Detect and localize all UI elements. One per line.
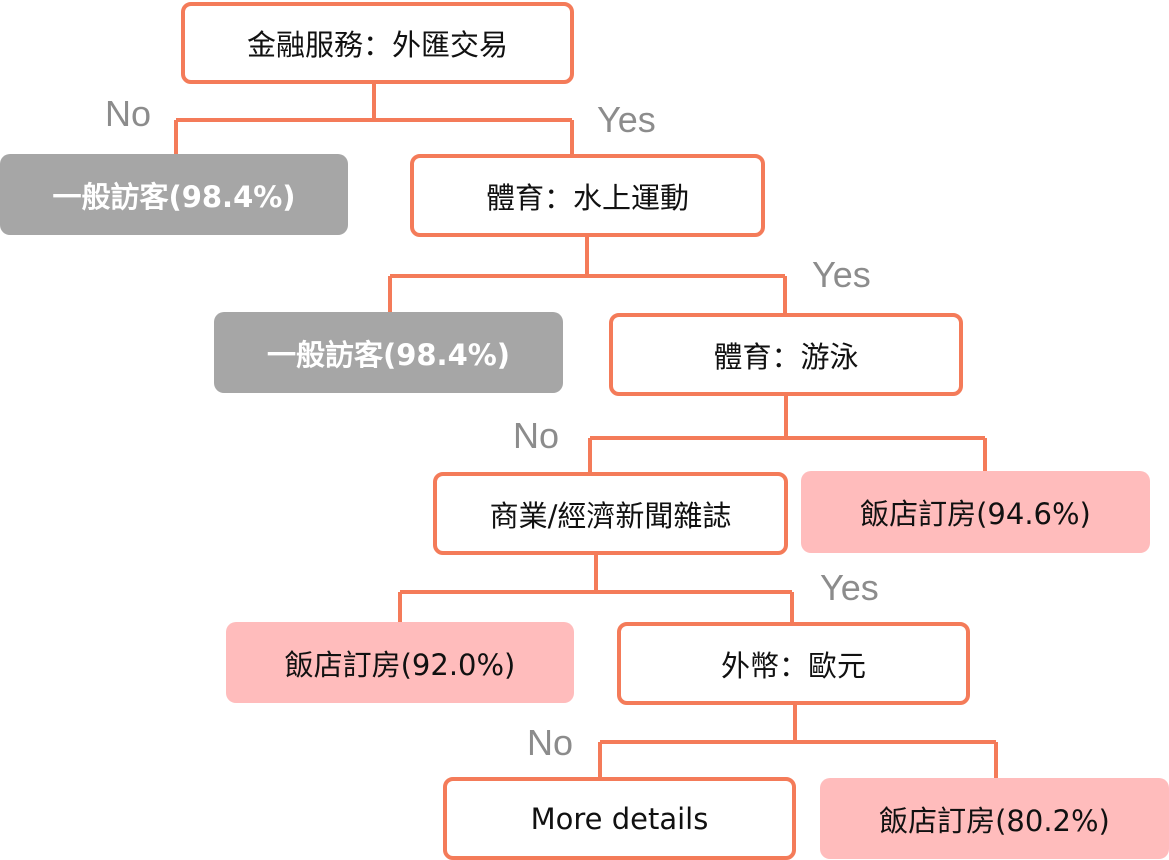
connector-root: [174, 84, 574, 156]
leaf-hotel-booking-94: 飯店訂房(94.6%): [801, 471, 1150, 553]
label-no-swimming: No: [513, 415, 560, 456]
label-no-euro: No: [527, 722, 574, 763]
leaf-general-visitor-1: 一般訪客(98.4%): [0, 154, 348, 235]
label-yes-root: Yes: [597, 99, 656, 140]
node-business-economic-news: 商業/經濟新聞雜誌: [433, 472, 788, 555]
node-water-sports: 體育：水上運動: [410, 154, 765, 237]
connector-business-news: [398, 553, 794, 623]
node-swimming: 體育：游泳: [609, 313, 963, 396]
node-foreign-currency-euro: 外幣：歐元: [617, 622, 970, 705]
label-no-root: No: [105, 93, 152, 134]
connector-water-sports: [388, 236, 787, 315]
leaf-general-visitor-2: 一般訪客(98.4%): [214, 312, 563, 393]
node-forex-trading: 金融服務：外匯交易: [181, 2, 574, 84]
leaf-hotel-booking-80: 飯店訂房(80.2%): [820, 778, 1169, 859]
connector-euro: [598, 704, 998, 780]
label-yes-water-sports: Yes: [812, 254, 871, 295]
leaf-hotel-booking-92: 飯店訂房(92.0%): [226, 622, 574, 703]
node-more-details: More details: [443, 777, 796, 860]
connector-swimming: [588, 395, 987, 473]
label-yes-business-news: Yes: [820, 567, 879, 608]
